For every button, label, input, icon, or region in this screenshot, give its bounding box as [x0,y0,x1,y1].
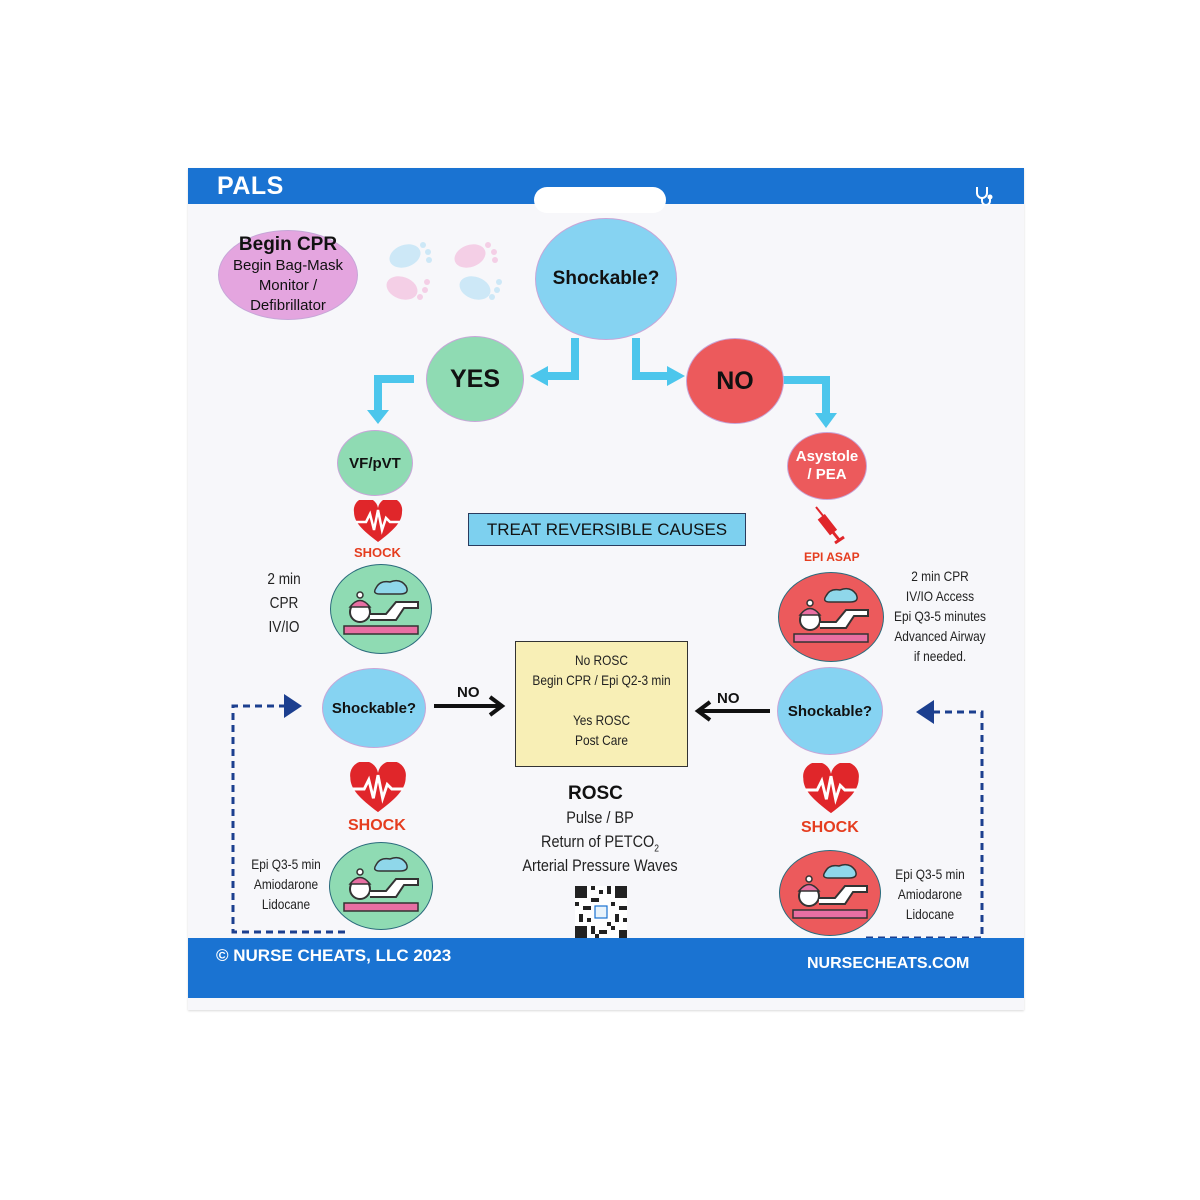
rosc-box-line: Begin CPR / Epi Q2-3 min [532,672,671,688]
shock-label: SHOCK [801,819,859,836]
vfpvt-node: VF/pVT [337,430,413,496]
right-cpr-line: 2 min CPR [911,568,969,584]
stethoscope-icon [976,187,993,206]
infant-cpr-icon [330,564,432,654]
asystole-pea-node: Asystole / PEA [787,432,867,500]
shockable-decision-right: Shockable? [777,667,883,755]
shock-label: SHOCK [348,817,406,834]
rosc-box-line: Yes ROSC [572,712,631,728]
right-meds-text: Epi Q3-5 min Amiodarone Lidocane [884,864,976,924]
right-meds-line: Epi Q3-5 min [895,866,965,882]
infant-cpr-glyph [343,579,419,635]
begin-cpr-line: Begin Bag-Mask [232,257,344,274]
rosc-info-line: Pulse / BP [566,808,634,827]
right-cpr-line: if needed. [913,648,967,664]
shockable-decision-main: Shockable? [535,218,677,340]
left-meds-line: Epi Q3-5 min [251,856,321,872]
no-label: NO [716,366,754,395]
begin-cpr-title: Begin CPR [238,234,338,255]
rosc-info-line: Arterial Pressure Waves [522,856,678,875]
left-cpr-text: 2 min CPR IV/IO [248,568,320,640]
left-cpr-line: 2 min [267,571,301,588]
asystole-label: Asystole [795,448,859,465]
copyright-text: © NURSE CHEATS, LLC 2023 [216,946,452,965]
qr-code-icon[interactable] [575,886,627,938]
infant-cpr-glyph [343,856,419,912]
rosc-title: ROSC [568,783,623,804]
rosc-box-line: Post Care [575,732,628,748]
petco-subscript: 2 [654,843,659,855]
heart-shock-icon [350,762,406,813]
heart-shock-icon [803,763,859,814]
shockable-left-label: Shockable? [331,699,417,717]
no-node: NO [686,338,784,424]
begin-cpr-line: Monitor / [258,277,318,294]
infant-cpr-icon [779,850,881,936]
no-label-left: NO [457,684,480,701]
no-label-right: NO [717,690,740,707]
yes-node: YES [426,336,524,422]
pea-label: / PEA [807,466,847,483]
right-meds-line: Amiodarone [897,886,963,902]
epi-asap-label: EPI ASAP [804,550,860,564]
begin-cpr-node: Begin CPR Begin Bag-Mask Monitor / Defib… [218,230,358,320]
right-cpr-line: Advanced Airway [894,628,986,644]
right-meds-line: Lidocane [905,906,955,922]
header-title: PALS [217,172,284,200]
treat-reversible-causes-box: TREAT REVERSIBLE CAUSES [468,513,746,546]
left-meds-line: Lidocane [261,896,311,912]
rosc-box-line: No ROSC [575,652,628,668]
heart-shock-icon [353,500,403,542]
shockable-main-label: Shockable? [552,268,660,289]
shockable-decision-left: Shockable? [322,668,426,748]
left-cpr-line: IV/IO [268,619,300,636]
right-cpr-line: IV/IO Access [905,588,975,604]
begin-cpr-line: Defibrillator [250,297,326,314]
left-meds-line: Amiodarone [253,876,319,892]
infant-cpr-glyph [792,863,868,919]
rosc-info-line: Return of PETCO2 [498,832,702,854]
shock-label: SHOCK [354,545,401,560]
right-cpr-line: Epi Q3-5 minutes [894,608,986,624]
yes-label: YES [449,364,501,393]
badge-slot [534,187,666,213]
rosc-decision-box: No ROSC Begin CPR / Epi Q2-3 min Yes ROS… [515,641,688,767]
shockable-right-label: Shockable? [787,702,873,720]
infant-cpr-glyph [793,587,869,643]
left-cpr-line: CPR [269,595,299,612]
syringe-icon [815,506,845,545]
vfpvt-label: VF/pVT [349,454,401,472]
website-link[interactable]: NURSECHEATS.COM [807,955,970,972]
footer-bar [188,938,1024,998]
right-cpr-text: 2 min CPR IV/IO Access Epi Q3-5 minutes … [880,566,1000,666]
infant-cpr-icon [778,572,884,662]
left-meds-text: Epi Q3-5 min Amiodarone Lidocane [240,854,332,914]
petco-text: Return of PETCO [541,832,655,851]
infant-cpr-icon [329,842,433,930]
